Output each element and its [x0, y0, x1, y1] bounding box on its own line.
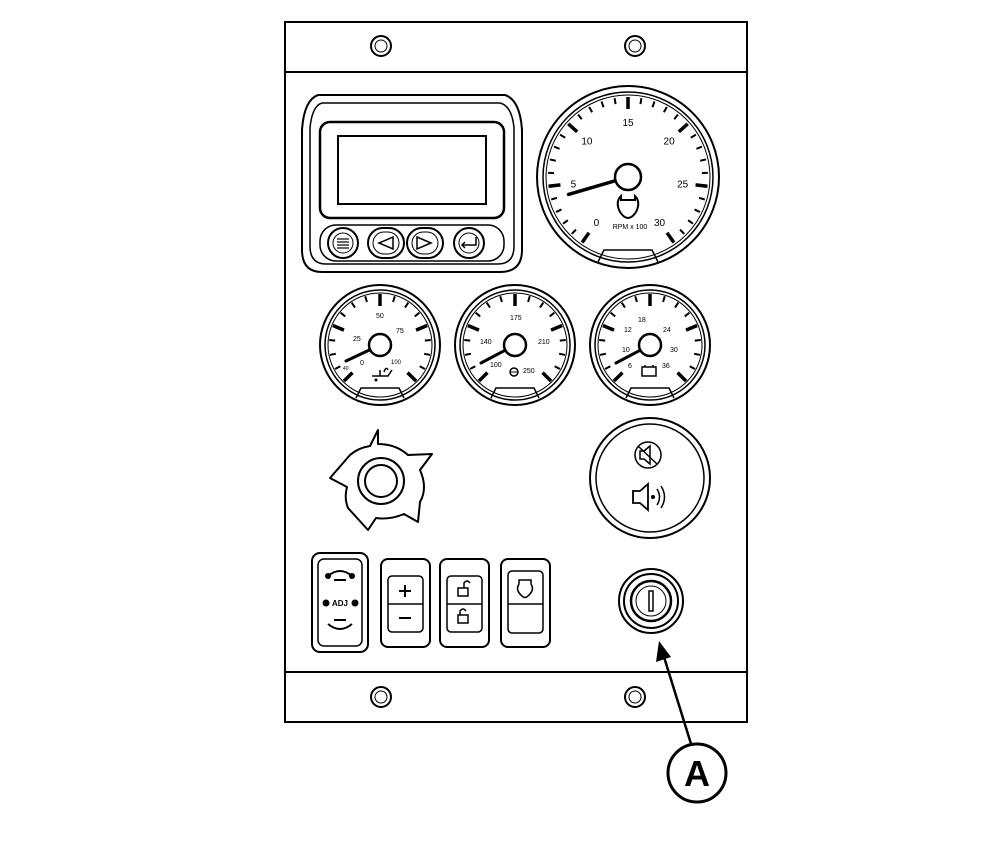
gauge-voltmeter-tick [600, 354, 606, 355]
engine-rocker-switch[interactable] [501, 559, 550, 647]
gauge-voltmeter-tick [695, 340, 701, 341]
adj-dot-left [323, 600, 330, 607]
tach-label: 20 [664, 136, 676, 147]
gauge-voltmeter-label-30: 30 [670, 347, 678, 354]
adj-dot-right [352, 600, 359, 607]
alarm-mute-button[interactable] [635, 442, 661, 468]
gauge-voltmeter-label-18: 18 [638, 317, 646, 324]
gauge-coolant-temp: 140 175 210 100 250 [455, 285, 575, 405]
tach-label: 25 [677, 179, 689, 190]
adj-rocker-switch[interactable]: ADJ [312, 553, 368, 652]
gauge-oil-pressure-label-75: 75 [396, 328, 404, 335]
gauge-oil-pressure: 25 50 75 100 0 40 [320, 285, 440, 405]
gauge-oil-pressure-label-100: 100 [391, 360, 402, 366]
gauge-coolant-temp-tick [464, 340, 470, 341]
tach-hub [615, 164, 641, 190]
tachometer: 0 5 10 15 20 25 30 RPM x 100 [537, 86, 719, 268]
mounting-hole-bottom-right [625, 687, 645, 707]
tach-tick [550, 159, 556, 160]
enter-button[interactable] [454, 228, 484, 258]
tach-label: 0 [594, 218, 600, 229]
tach-tick [696, 185, 708, 186]
tach-label: 30 [654, 218, 666, 229]
mounting-hole-top-left [371, 36, 391, 56]
gauge-voltmeter-label-12: 12 [624, 327, 632, 334]
alarm-panel [590, 418, 710, 538]
mounting-hole-bottom-left [371, 687, 391, 707]
gauge-coolant-temp-label-175: 175 [510, 315, 522, 322]
gauge-coolant-temp-label-210: 210 [538, 339, 550, 346]
plus-minus-rocker-switch[interactable] [381, 559, 430, 647]
gauge-coolant-temp-tick [465, 354, 471, 355]
left-arrow-button[interactable] [368, 228, 404, 258]
menu-button[interactable] [328, 228, 358, 258]
tach-label: 5 [571, 179, 577, 190]
gauge-voltmeter: 12 18 24 10 30 6 36 [590, 285, 710, 405]
tach-tick [549, 185, 561, 186]
gauge-oil-pressure-label-50: 50 [376, 313, 384, 320]
gauge-coolant-temp-label-140: 140 [480, 339, 492, 346]
engine-icon [618, 196, 639, 218]
gauge-coolant-temp-label-250: 250 [523, 368, 535, 375]
gauge-oil-pressure-tick [425, 340, 431, 341]
gauge-oil-pressure-tick [329, 340, 335, 341]
key-switch[interactable] [619, 569, 683, 633]
lock-unlock-rocker-switch[interactable] [440, 559, 489, 647]
gauge-oil-pressure-label-25: 25 [353, 336, 361, 343]
gauge-voltmeter-label-6: 6 [628, 363, 632, 370]
gauge-voltmeter-tick [694, 354, 700, 355]
gauge-oil-pressure-tick [330, 354, 336, 355]
gauge-coolant-temp-label-100: 100 [490, 362, 502, 369]
tach-label: 15 [622, 118, 634, 129]
callout-label: A [684, 753, 710, 794]
gauge-oil-pressure-label-0: 0 [360, 360, 364, 367]
gauge-voltmeter-label-10: 10 [622, 347, 630, 354]
gauge-voltmeter-label-36: 36 [662, 363, 670, 370]
tach-tick [700, 159, 706, 160]
right-arrow-button[interactable] [407, 228, 443, 258]
gauge-voltmeter-label-24: 24 [663, 327, 671, 334]
key-slot [649, 591, 653, 611]
gauge-coolant-temp-tick [559, 354, 565, 355]
adj-label: ADJ [332, 599, 348, 608]
gauge-coolant-temp-tick [560, 340, 566, 341]
tach-tick [615, 98, 616, 104]
gauge-oil-pressure-label-40: 40 [343, 366, 349, 372]
tach-label: 10 [581, 136, 593, 147]
mounting-hole-top-right [625, 36, 645, 56]
tach-tick [640, 98, 641, 104]
tach-unit-label: RPM x 100 [613, 224, 648, 231]
lcd-screen [338, 136, 486, 204]
gauge-voltmeter-tick [599, 340, 605, 341]
gauge-oil-pressure-tick [424, 354, 430, 355]
display-module [302, 95, 522, 272]
